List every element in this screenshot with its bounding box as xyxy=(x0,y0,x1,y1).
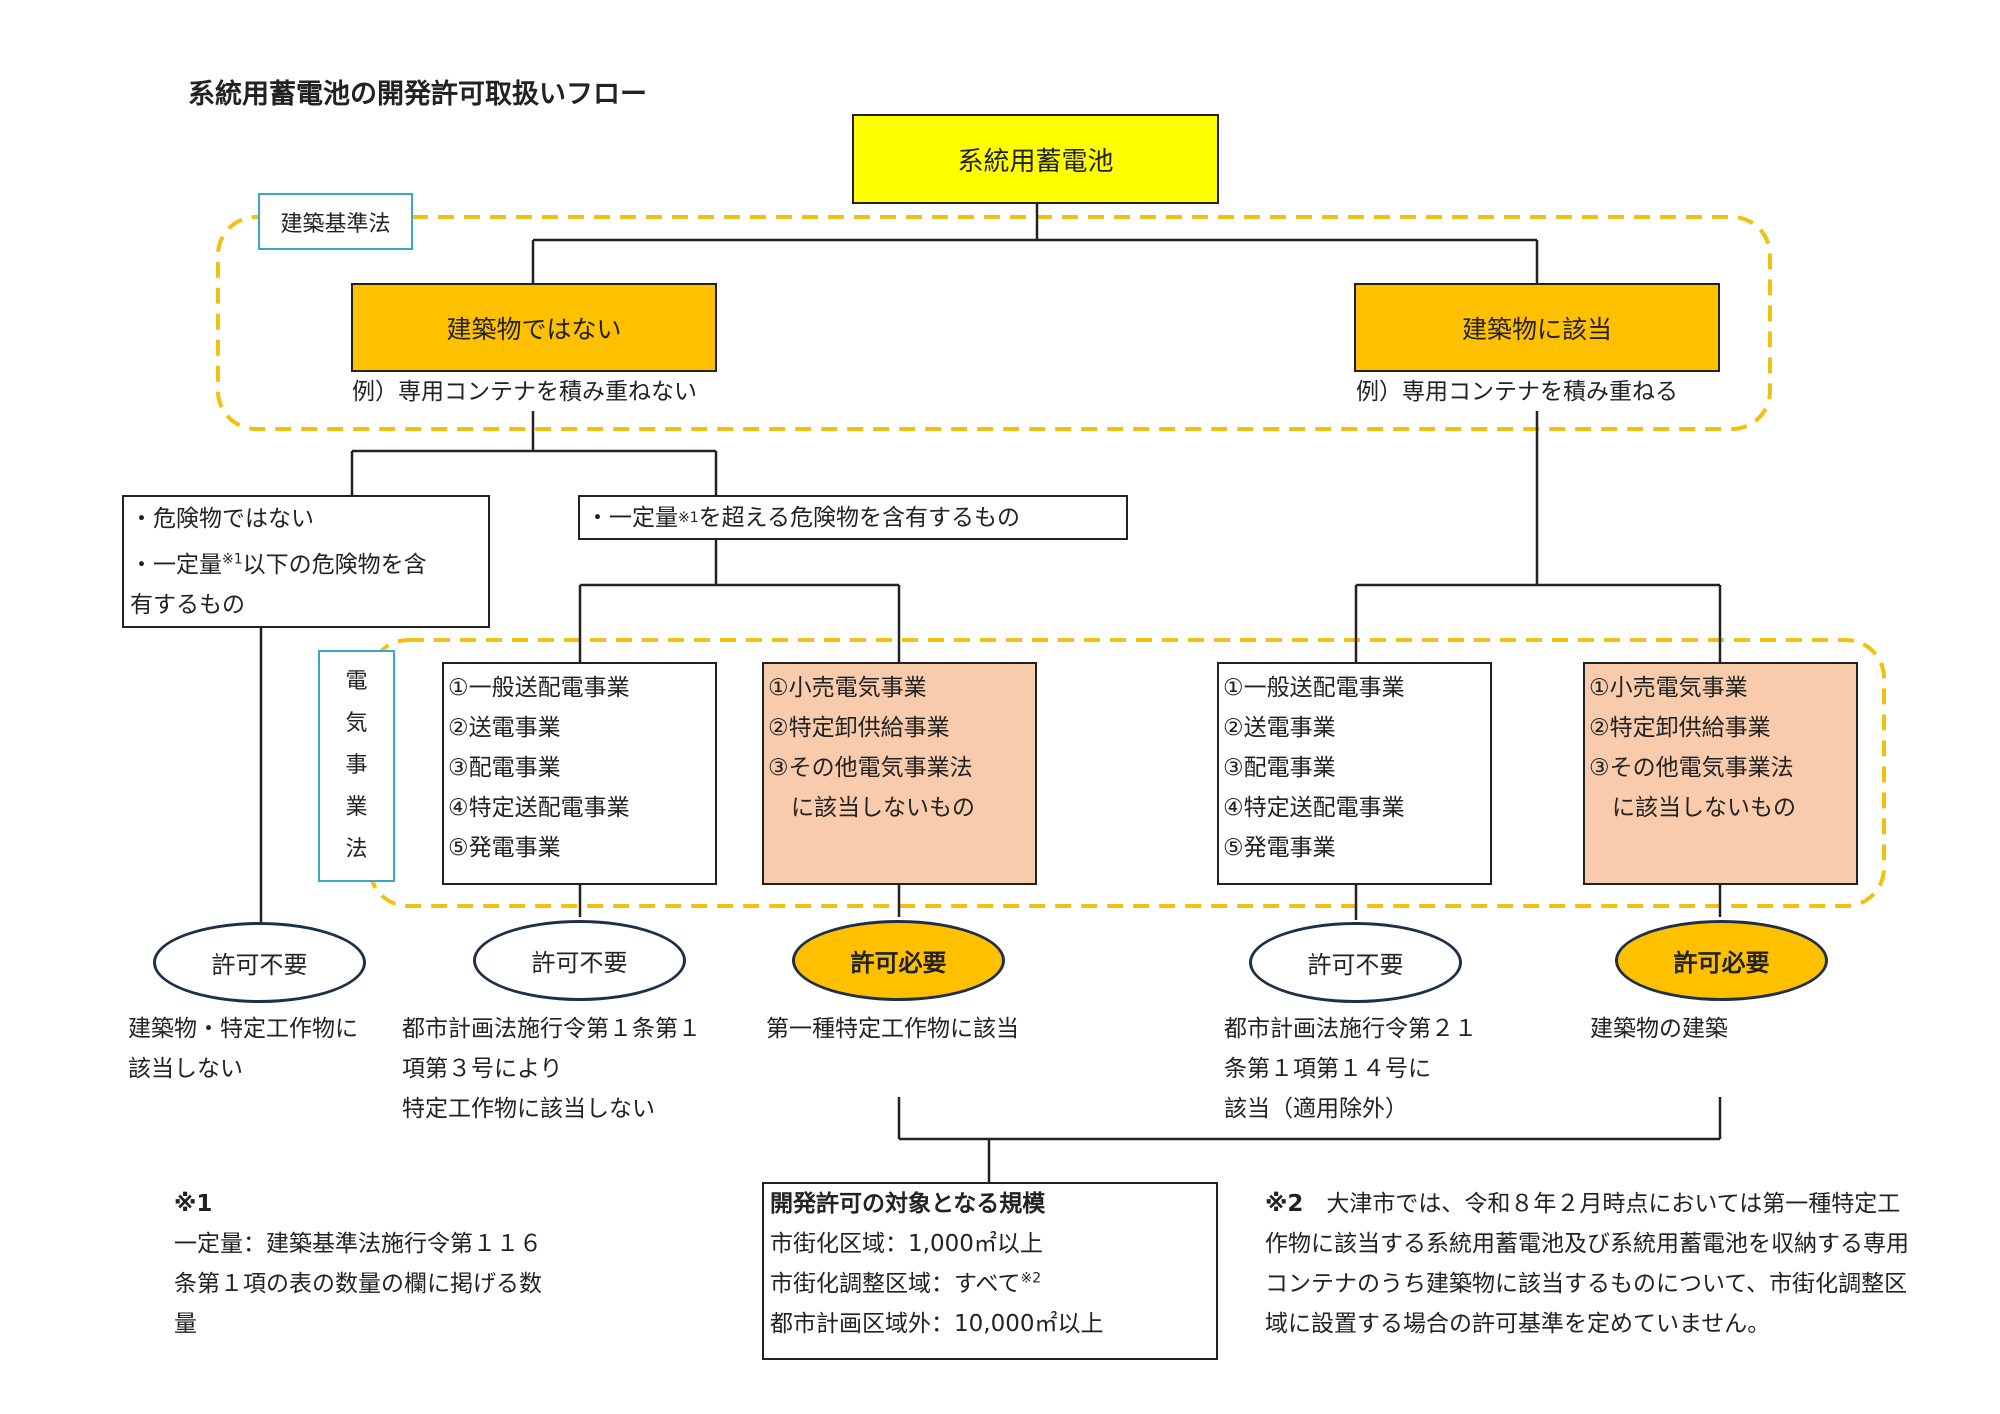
law-char: 電 xyxy=(345,669,368,694)
building-law-group xyxy=(216,215,1772,431)
business-list-exempt-right: ①一般送配電事業 ②送電事業 ③配電事業 ④特定送配電事業 ⑤発電事業 xyxy=(1217,662,1492,885)
footnote-2: ※2 大津市では、令和８年２月時点においては第一種特定工 作物に該当する系統用蓄… xyxy=(1265,1184,1909,1344)
hazard-none-line2a: ・一定量 xyxy=(130,552,222,578)
hazard-none-line3: 有するもの xyxy=(130,592,245,618)
business-list-required-left: ①小売電気事業 ②特定卸供給事業 ③その他電気事業法 に該当しないもの xyxy=(762,662,1037,885)
list-item: ⑤発電事業 xyxy=(1223,835,1336,861)
note-line: 項第３号により xyxy=(402,1056,563,1082)
hazard-none-node: ・危険物ではない ・一定量※1以下の危険物を含 有するもの xyxy=(122,495,490,628)
list-item: ⑤発電事業 xyxy=(448,835,561,861)
hazard-over-a: ・一定量 xyxy=(586,504,678,531)
list-item: ④特定送配電事業 xyxy=(1223,795,1405,821)
footnote-line: 一定量：建築基準法施行令第１１６ xyxy=(174,1231,542,1257)
list-item: ③配電事業 xyxy=(1223,755,1336,781)
page-title: 系統用蓄電池の開発許可取扱いフロー xyxy=(188,79,647,110)
electricity-business-law-label: 電 気 事 業 法 xyxy=(318,650,395,882)
result-required-1: 許可必要 xyxy=(792,920,1005,1001)
footnote-line: 量 xyxy=(174,1311,197,1337)
note-line: 都市計画法施行令第１条第１ xyxy=(402,1016,701,1042)
result-note-4: 都市計画法施行令第２１ 条第１項第１４号に 該当（適用除外） xyxy=(1224,1009,1477,1129)
not-building-node: 建築物ではない xyxy=(351,283,717,372)
note-line: 条第１項第１４号に xyxy=(1224,1056,1431,1082)
result-note-1: 建築物・特定工作物に 該当しない xyxy=(128,1009,358,1089)
list-item: ②特定卸供給事業 xyxy=(768,715,950,741)
scale-urbanization-area: 市街化区域：1,000㎡以上 xyxy=(770,1231,1043,1257)
scale-outside-planning-area: 都市計画区域外：10,000㎡以上 xyxy=(770,1311,1104,1337)
list-item: ②特定卸供給事業 xyxy=(1589,715,1771,741)
root-node: 系統用蓄電池 xyxy=(852,114,1219,204)
footnote-2-first-line: ※2 大津市では、令和８年２月時点においては第一種特定工 xyxy=(1265,1184,1909,1224)
note-line: 建築物・特定工作物に xyxy=(128,1016,358,1042)
law-char: 業 xyxy=(345,795,368,820)
list-item: ③配電事業 xyxy=(448,755,561,781)
footnote-line: 大津市では、令和８年２月時点においては第一種特定工 xyxy=(1303,1191,1901,1217)
result-required-2: 許可必要 xyxy=(1615,920,1828,1001)
footnote-ref-1: ※1 xyxy=(222,551,243,568)
footnote-line: 域に設置する場合の許可基準を定めていません。 xyxy=(1265,1311,1771,1337)
note-line: 第一種特定工作物に該当 xyxy=(766,1016,1019,1042)
list-item: ①一般送配電事業 xyxy=(448,675,630,701)
law-char: 事 xyxy=(345,753,368,778)
footnote-1: ※1 一定量：建築基準法施行令第１１６ 条第１項の表の数量の欄に掲げる数 量 xyxy=(174,1184,542,1344)
not-building-example: 例）専用コンテナを積み重ねない xyxy=(352,379,697,405)
scale-line2: 市街化調整区域：すべて xyxy=(770,1271,1021,1297)
building-node: 建築物に該当 xyxy=(1354,283,1720,372)
hazard-none-line2: ・一定量※1以下の危険物を含 xyxy=(130,545,488,585)
note-line: 該当しない xyxy=(128,1056,243,1082)
footnote-2-mark: ※2 xyxy=(1265,1191,1304,1217)
hazard-none-line1: ・危険物ではない xyxy=(130,506,314,532)
list-item: ①小売電気事業 xyxy=(768,675,927,701)
result-not-required-2: 許可不要 xyxy=(473,920,686,1001)
footnote-line: 条第１項の表の数量の欄に掲げる数 xyxy=(174,1271,542,1297)
law-char: 気 xyxy=(345,711,368,736)
list-item: ③その他電気事業法 xyxy=(768,755,973,781)
building-standards-law-label: 建築基準法 xyxy=(258,193,413,250)
footnote-line: 作物に該当する系統用蓄電池及び系統用蓄電池を収納する専用 xyxy=(1265,1231,1909,1257)
list-item: ①一般送配電事業 xyxy=(1223,675,1405,701)
hazard-none-line2b: 以下の危険物を含 xyxy=(242,552,427,578)
scale-urbanization-control-area: 市街化調整区域：すべて※2 xyxy=(770,1264,1216,1304)
footnote-ref-2: ※2 xyxy=(1020,1270,1042,1287)
list-item: ③その他電気事業法 xyxy=(1589,755,1794,781)
scale-heading: 開発許可の対象となる規模 xyxy=(770,1191,1046,1217)
note-line: 特定工作物に該当しない xyxy=(402,1096,655,1122)
result-note-2: 都市計画法施行令第１条第１ 項第３号により 特定工作物に該当しない xyxy=(402,1009,701,1129)
hazard-over-b: を超える危険物を含有するもの xyxy=(698,504,1020,531)
list-item: ①小売電気事業 xyxy=(1589,675,1748,701)
business-list-exempt-left: ①一般送配電事業 ②送電事業 ③配電事業 ④特定送配電事業 ⑤発電事業 xyxy=(442,662,717,885)
business-list-required-right: ①小売電気事業 ②特定卸供給事業 ③その他電気事業法 に該当しないもの xyxy=(1583,662,1858,885)
development-scale-box: 開発許可の対象となる規模 市街化区域：1,000㎡以上 市街化調整区域：すべて※… xyxy=(762,1182,1218,1360)
building-example: 例）専用コンテナを積み重ねる xyxy=(1356,379,1678,405)
list-item: に該当しないもの xyxy=(768,795,975,821)
list-item: ④特定送配電事業 xyxy=(448,795,630,821)
result-not-required-1: 許可不要 xyxy=(153,922,366,1003)
note-line: 都市計画法施行令第２１ xyxy=(1224,1016,1477,1042)
list-item: ②送電事業 xyxy=(448,715,561,741)
list-item: に該当しないもの xyxy=(1589,795,1796,821)
footnote-1-mark: ※1 xyxy=(174,1191,213,1217)
result-note-3: 第一種特定工作物に該当 xyxy=(766,1009,1019,1049)
result-not-required-3: 許可不要 xyxy=(1249,922,1462,1003)
result-note-5: 建築物の建築 xyxy=(1590,1009,1728,1049)
note-line: 該当（適用除外） xyxy=(1224,1096,1408,1122)
list-item: ②送電事業 xyxy=(1223,715,1336,741)
footnote-line: コンテナのうち建築物に該当するものについて、市街化調整区 xyxy=(1265,1271,1908,1297)
law-char: 法 xyxy=(345,837,368,862)
note-line: 建築物の建築 xyxy=(1590,1016,1728,1042)
